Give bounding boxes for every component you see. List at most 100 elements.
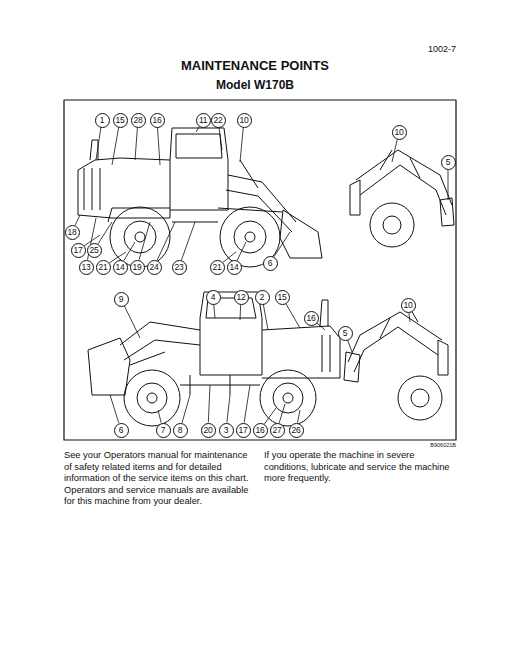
leader-line [96,127,101,160]
callout-number: 21 [99,263,108,272]
callout-circle: 24 [147,260,162,275]
leader-line [227,395,230,423]
callout-circle: 27 [270,423,285,438]
callout-circle: 8 [173,423,188,438]
callout-circle: 16 [304,311,319,326]
callout-circle: 15 [275,290,290,305]
side-view-left [78,128,322,267]
title: MAINTENANCE POINTS [0,58,510,73]
callout-number: 14 [230,263,239,272]
callout-number: 28 [134,116,143,125]
callout-number: 5 [343,329,347,338]
callout-circle: 19 [130,260,145,275]
leader-line [124,306,140,338]
callout-circle: 6 [114,423,129,438]
callout-number: 15 [116,116,125,125]
leader-line [237,242,246,260]
callout-circle: 20 [201,423,216,438]
callout-number: 16 [153,116,162,125]
callout-circle: 5 [338,326,353,341]
callout-number: 23 [175,263,184,272]
callout-circle: 21 [96,260,111,275]
leader-line [214,304,215,318]
callout-number: 12 [237,293,246,302]
callout-circle: 26 [289,423,304,438]
callout-circle: 2 [255,290,270,305]
callout-number: 26 [292,426,301,435]
callout-number: 14 [116,263,125,272]
callout-number: 18 [68,228,77,237]
callout-circle: 17 [71,243,86,258]
leader-line [135,127,137,160]
callout-circle: 6 [263,256,278,271]
leader-line [279,404,285,423]
front-view-right [350,150,454,247]
callout-circle: 11 [196,113,211,128]
callout-number: 19 [133,263,142,272]
callout-number: 22 [214,116,223,125]
leader-line [274,232,290,257]
leader-line [448,170,449,201]
callout-number: 3 [224,426,228,435]
callout-number: 6 [119,426,123,435]
callout-circle: 5 [441,155,456,170]
callout-circle: 25 [87,243,102,258]
leader-line [240,127,243,162]
front-view-mirrored [344,305,448,420]
leader-line [286,303,300,328]
callout-circle: 13 [79,260,94,275]
page-label: B906021B [400,442,456,449]
leader-line [110,395,119,423]
leader-line [124,242,135,261]
leader-line [112,127,119,165]
leader-line [348,340,352,352]
callout-number: 2 [260,293,264,302]
callout-number: 15 [278,293,287,302]
leader-line [297,410,300,423]
callout-circle: 14 [113,260,128,275]
callout-number: 16 [256,426,265,435]
leader-line [75,215,80,225]
callout-circle: 10 [401,298,416,313]
callout-number: 5 [446,158,450,167]
leader-line [157,127,160,165]
subtitle: Model W170B [0,78,510,93]
leader-line [263,304,268,330]
callout-number: 10 [395,128,404,137]
callout-circle: 17 [236,423,251,438]
callout-circle: 3 [219,423,234,438]
leader-line [157,222,175,260]
callout-number: 7 [161,426,165,435]
callout-circle: 16 [253,423,268,438]
callout-number: 9 [119,295,123,304]
callout-circle: 14 [227,260,242,275]
leader-line [264,408,276,424]
callout-circle: 7 [156,423,171,438]
leader-line [196,126,199,132]
callout-number: 1 [100,116,104,125]
leader-line [139,222,150,260]
callout-number: 24 [150,263,159,272]
callout-number: 16 [307,314,316,323]
callout-circle: 28 [131,113,146,128]
callout-number: 20 [204,426,213,435]
leader-line [392,139,397,162]
callout-number: 11 [199,116,207,125]
frame [64,100,456,440]
callout-number: 25 [90,246,99,255]
callout-circle: 18 [65,225,80,240]
callout-number: 17 [74,246,83,255]
leader-line [182,222,195,260]
callout-circle: 21 [210,260,225,275]
leader-line [244,385,250,423]
callout-number: 17 [239,426,248,435]
side-view-mirrored [88,292,340,426]
leader-line [409,312,410,322]
leader-line [158,410,161,423]
leader-line [317,323,325,330]
callout-circle: 12 [234,290,249,305]
callout-number: 13 [82,263,91,272]
page-label: 1002-7 [400,44,456,55]
